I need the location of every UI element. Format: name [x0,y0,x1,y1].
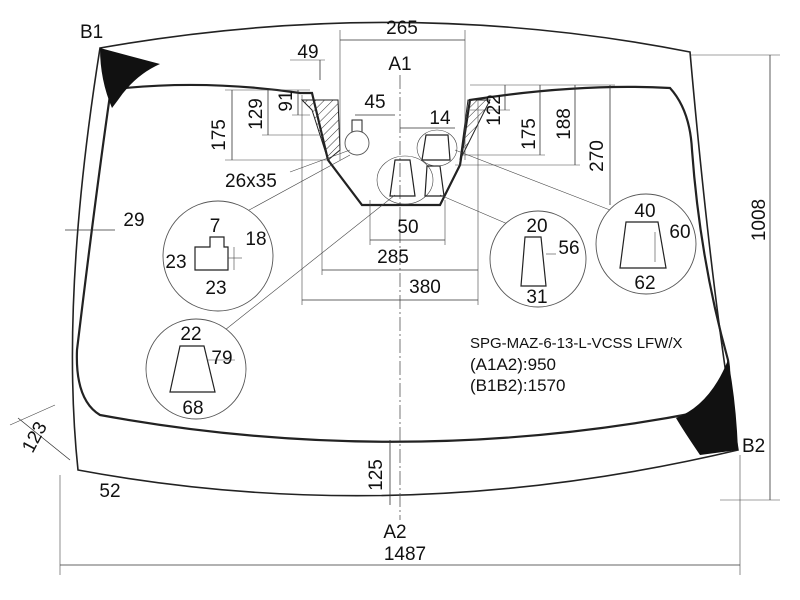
info-code: SPG-MAZ-6-13-L-VCSS LFW/X [470,335,683,352]
detail-pad-bottom: 23 [205,278,226,299]
dim-91: 91 [276,90,297,111]
detail-circle-trap-small [489,210,587,308]
detail-pad-left: 23 [165,252,186,273]
dim-14: 14 [429,108,451,129]
hatched-area-right [459,99,491,161]
detail-trap-small-bottom: 31 [526,287,547,308]
detail-circle-trap-wide [595,193,697,295]
detail-circle-sensor-pad [162,200,274,312]
dim-125: 125 [366,459,387,491]
marker-a2: A2 [383,522,406,543]
dim-188: 188 [554,108,575,140]
dim-285: 285 [377,247,409,268]
dim-total-height: 1008 [749,199,770,241]
corner-block-b2 [676,360,738,455]
dim-175-left: 175 [209,119,230,151]
detail-trap-wide-shape [619,221,667,269]
dim-52: 52 [99,481,120,502]
dim-45: 45 [364,92,385,113]
detail-trap-lower-top: 22 [180,324,201,345]
dim-50: 50 [397,217,418,238]
detail-trap-wide-right: 60 [669,222,690,243]
detail-pad-top: 7 [210,216,221,237]
sensor-trap-top [421,134,451,161]
detail-trap-lower-bottom: 68 [182,398,203,419]
dim-26x35: 26x35 [225,171,277,192]
sensor-pad-shape [194,236,229,271]
corner-block-b1 [100,48,160,108]
dim-49: 49 [297,42,318,63]
detail-trap-wide-top: 40 [634,201,655,222]
sensor-trap-right [424,165,445,197]
marker-b2: B2 [742,436,765,457]
glass-outline [71,21,739,497]
dim-top-265: 265 [386,18,418,39]
marker-b1: B1 [80,22,103,43]
detail-trap-lower-right: 79 [211,348,232,369]
dim-123: 123 [18,418,51,456]
info-a1a2: (A1A2):950 [470,355,556,374]
detail-trap-small-right: 56 [558,238,579,259]
dim-270: 270 [587,140,608,172]
dim-129: 129 [246,98,267,130]
dim-total-width: 1487 [384,544,426,565]
dim-29: 29 [123,210,144,231]
info-b1b2: (B1B2):1570 [470,376,565,395]
hatched-area [300,99,341,161]
dim-380: 380 [409,277,441,298]
marker-a1: A1 [388,54,411,75]
detail-trap-small-top: 20 [526,216,547,237]
dim-122: 122 [484,94,505,126]
detail-circle-trap-lower [145,318,247,420]
detail-trap-small-shape [520,236,547,287]
sensor-trap-center [389,159,416,197]
detail-trap-wide-bottom: 62 [634,273,655,294]
dim-175-right: 175 [519,118,540,150]
detail-pad-right: 18 [245,229,266,250]
detail-trap-lower-shape [169,345,216,393]
